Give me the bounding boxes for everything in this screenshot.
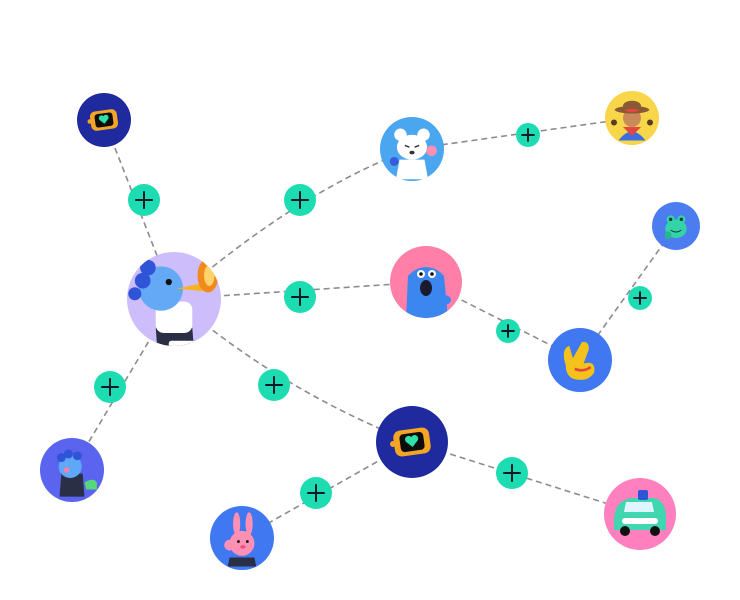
add-connection-button-tv-large-to-car[interactable] (496, 457, 528, 489)
avatar-blue-creature[interactable] (390, 246, 462, 318)
avatar-tv-large[interactable] (376, 406, 448, 478)
add-connection-button-trumpet-to-bear[interactable] (284, 184, 316, 216)
connection-line-rock-hand-to-frog (579, 225, 677, 361)
blue-creature-icon (406, 259, 451, 318)
avatar-rock-hand[interactable] (548, 328, 612, 392)
avatar-blue-monster[interactable] (40, 438, 104, 502)
plus-icon (503, 464, 521, 482)
add-connection-button-blue-creature-to-rock-hand[interactable] (496, 319, 520, 343)
plus-icon (135, 191, 153, 209)
avatar-bear[interactable] (380, 117, 444, 181)
add-connection-buttons (94, 123, 652, 509)
avatar-car[interactable] (604, 478, 676, 550)
plus-icon (291, 191, 309, 209)
tv-heart-icon (390, 427, 431, 457)
avatar-cowboy[interactable] (605, 91, 659, 145)
tv-heart-icon (87, 109, 119, 131)
add-connection-button-trumpet-to-blue-creature[interactable] (284, 281, 316, 313)
avatar-tv-small[interactable] (77, 93, 131, 147)
plus-icon (307, 484, 325, 502)
avatar-nodes (40, 91, 700, 570)
add-connection-button-rock-hand-to-frog[interactable] (628, 286, 652, 310)
avatar-bunny[interactable] (210, 506, 274, 570)
plus-icon (501, 324, 515, 338)
trumpet-player-icon (128, 258, 219, 346)
avatar-trumpet[interactable] (127, 252, 221, 362)
car-icon (614, 490, 666, 536)
frog-icon (664, 215, 687, 240)
plus-icon (101, 378, 119, 396)
add-connection-button-trumpet-to-tv-large[interactable] (258, 369, 290, 401)
bunny-icon (224, 512, 257, 567)
cowboy-icon (611, 100, 653, 141)
polar-bear-icon (389, 128, 437, 180)
add-connection-button-trumpet-to-blue-monster[interactable] (94, 371, 126, 403)
add-connection-button-tv-large-to-bunny[interactable] (300, 477, 332, 509)
plus-icon (521, 128, 535, 142)
plus-icon (291, 288, 309, 306)
add-connection-button-tv-small-to-trumpet[interactable] (128, 184, 160, 216)
rock-hand-icon (563, 341, 595, 380)
plus-icon (265, 376, 283, 394)
blue-monster-icon (56, 449, 97, 497)
plus-icon (633, 291, 647, 305)
add-connection-button-bear-to-cowboy[interactable] (516, 123, 540, 147)
avatar-frog[interactable] (652, 202, 700, 250)
